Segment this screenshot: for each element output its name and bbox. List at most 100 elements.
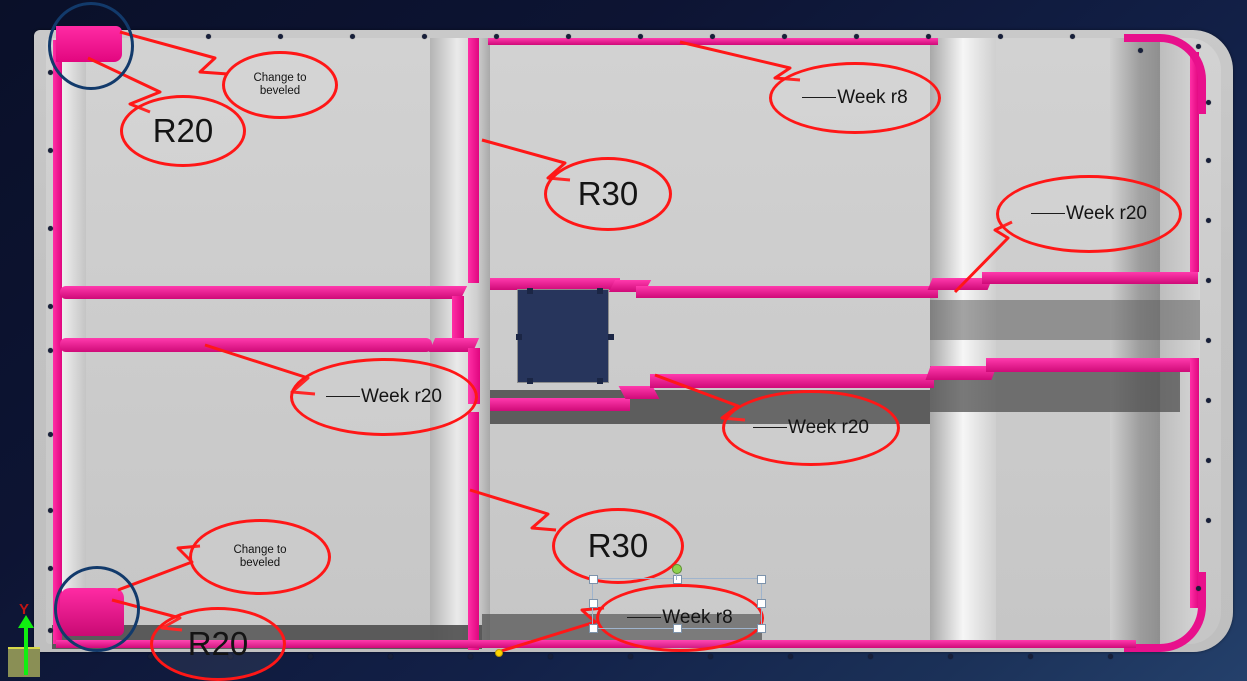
bolt-hole (628, 654, 633, 659)
bolt-hole (422, 34, 427, 39)
bolt-hole (1206, 458, 1211, 463)
window-cutout[interactable] (517, 289, 609, 383)
y-axis-arrowhead-icon (18, 615, 34, 628)
bolt-hole (350, 34, 355, 39)
callout-r20-bottom-left[interactable]: R20 (150, 607, 286, 681)
edge-rib-upper-left (60, 286, 432, 299)
callout-text: Week r8 (802, 87, 908, 109)
resize-handle-bottom-center[interactable] (673, 624, 682, 633)
callout-label: Week r20 (788, 417, 869, 439)
leader-dash-icon (627, 616, 662, 618)
bolt-hole (638, 34, 643, 39)
channel-shadow-right-upper (930, 300, 1200, 340)
resize-handle-top-right[interactable] (757, 575, 766, 584)
bolt-hole (566, 34, 571, 39)
bolt-hole (1138, 48, 1143, 53)
bolt-hole (48, 304, 53, 309)
rotation-handle[interactable] (672, 564, 682, 574)
rotation-handle-stem (676, 570, 677, 580)
callout-week-r20-right[interactable]: Week r20 (996, 175, 1182, 253)
bolt-hole (948, 654, 953, 659)
edge-corner-top-right (1124, 34, 1206, 114)
bolt-hole (1196, 586, 1201, 591)
edge-right-vertical-lower (1190, 358, 1199, 608)
highlight-circle-top-left (48, 2, 134, 90)
bolt-hole (48, 148, 53, 153)
callout-label: Week r8 (662, 607, 733, 629)
edge-left-vertical (53, 40, 62, 644)
callout-week-r20-center[interactable]: Week r20 (722, 390, 900, 466)
bolt-hole (48, 226, 53, 231)
bolt-hole (926, 34, 931, 39)
callout-line-1: Change to (233, 544, 287, 557)
bolt-hole (494, 34, 499, 39)
bolt-hole (278, 34, 283, 39)
callout-line-1: Change to (253, 72, 307, 85)
callout-r30-upper[interactable]: R30 (544, 157, 672, 231)
bolt-hole (1070, 34, 1075, 39)
edge-channel-lower-right (650, 374, 934, 388)
callout-label: Week r8 (837, 87, 908, 109)
callout-line-2: beveled (239, 557, 281, 569)
callout-text: Week r20 (753, 417, 869, 438)
resize-handle-middle-right[interactable] (757, 599, 766, 608)
bolt-hole (1206, 218, 1211, 223)
bolt-hole (1206, 338, 1211, 343)
edge-pocket-bottom (490, 398, 630, 411)
bolt-hole (854, 34, 859, 39)
callout-text: Change to beveled (253, 72, 306, 98)
bolt-hole (548, 654, 553, 659)
resize-handle-top-left[interactable] (589, 575, 598, 584)
cut-handle-ml (516, 334, 522, 340)
bolt-hole (48, 70, 53, 75)
callout-label: Week r20 (361, 386, 442, 408)
bolt-hole (1196, 44, 1201, 49)
bolt-hole (388, 654, 393, 659)
resize-handle-middle-left[interactable] (589, 599, 598, 608)
callout-text: R30 (587, 526, 649, 564)
callout-week-r8-top[interactable]: Week r8 (769, 62, 941, 134)
bolt-hole (868, 654, 873, 659)
cut-handle-tr (597, 288, 603, 294)
bolt-hole (48, 566, 53, 571)
bolt-hole (1028, 654, 1033, 659)
resize-handle-bottom-left[interactable] (589, 624, 598, 633)
leader-dash-icon (753, 426, 788, 428)
bolt-hole (1108, 654, 1113, 659)
callout-text: Week r20 (326, 386, 442, 407)
cut-handle-bl (527, 378, 533, 384)
callout-r30-lower[interactable]: R30 (552, 508, 684, 584)
callout-week-r8-bottom[interactable]: Week r8 (596, 584, 764, 652)
bolt-hole (708, 654, 713, 659)
resize-handle-bottom-right[interactable] (757, 624, 766, 633)
cut-handle-tl (527, 288, 533, 294)
resize-handle-top-center[interactable] (673, 575, 682, 584)
callout-text: R20 (152, 111, 214, 149)
bolt-hole (48, 508, 53, 513)
leader-anchor-point[interactable] (495, 649, 503, 657)
bolt-hole (148, 654, 153, 659)
callout-label: Week r20 (1066, 203, 1147, 225)
bolt-hole (308, 654, 313, 659)
edge-right-vertical-upper (1190, 52, 1199, 272)
bolt-hole (1206, 158, 1211, 163)
callout-text: Week r8 (627, 607, 733, 629)
y-axis-shaft (24, 623, 28, 675)
edge-corner-bottom-right (1124, 572, 1206, 652)
callout-line-2: beveled (259, 85, 301, 97)
highlight-circle-bottom-left (54, 566, 140, 652)
callout-change-to-beveled-top[interactable]: Change to beveled (222, 51, 338, 119)
callout-text: Week r20 (1031, 203, 1147, 224)
selection-bounding-box[interactable] (592, 578, 762, 629)
cut-handle-mr (608, 334, 614, 340)
leader-dash-icon (802, 96, 837, 98)
callout-week-r20-left[interactable]: Week r20 (290, 358, 478, 436)
callout-r20-top-left[interactable]: R20 (120, 95, 246, 167)
bolt-hole (468, 654, 473, 659)
bolt-hole (998, 34, 1003, 39)
leader-dash-icon (1031, 212, 1066, 214)
callout-text: R20 (187, 624, 249, 662)
callout-text: Change to beveled (233, 544, 286, 570)
callout-change-to-beveled-bottom[interactable]: Change to beveled (189, 519, 331, 595)
